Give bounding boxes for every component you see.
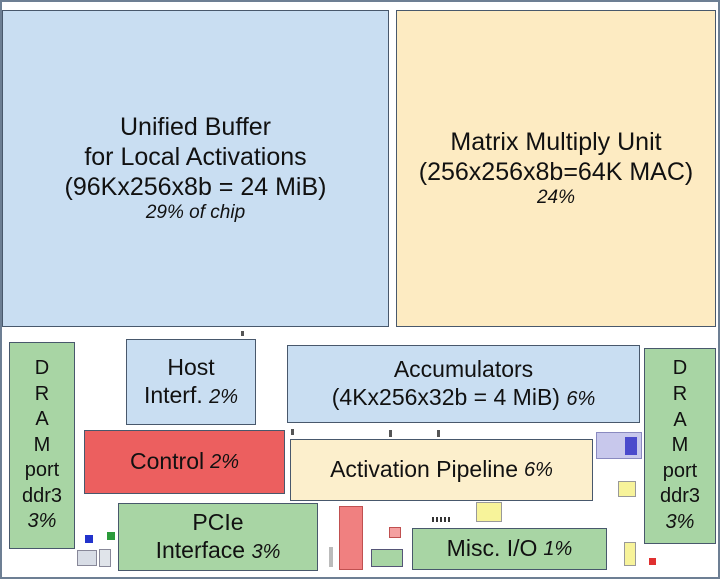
dram-right-letter-d: D bbox=[672, 357, 688, 380]
unified-buffer-size: (96Kx256x8b = 24 MiB) bbox=[64, 173, 327, 202]
control-percent: 2% bbox=[210, 451, 240, 473]
green-small-1 bbox=[371, 549, 403, 567]
host-interface-block: Host Interf. 2% bbox=[126, 339, 256, 425]
red-stack bbox=[339, 506, 363, 570]
dram-right-percent: 3% bbox=[665, 510, 695, 533]
green-small-2 bbox=[107, 532, 115, 540]
host-interface-subtitle: Interf. bbox=[143, 382, 203, 408]
small-marker-acc-3 bbox=[437, 430, 440, 437]
dram-left-letter-r: R bbox=[34, 382, 50, 405]
unified-buffer-block: Unified Buffer for Local Activations (96… bbox=[2, 10, 389, 327]
dram-port-left-block: D R A M port ddr3 3% bbox=[9, 342, 75, 549]
unified-buffer-title: Unified Buffer bbox=[119, 113, 271, 142]
accumulators-title: Accumulators bbox=[393, 356, 534, 383]
misc-io-title: Misc. I/O bbox=[446, 535, 538, 562]
small-marker-top bbox=[241, 331, 244, 336]
small-marker-acc-2 bbox=[389, 430, 392, 437]
dram-right-port: port bbox=[662, 459, 698, 482]
dram-left-letter-d: D bbox=[34, 356, 50, 379]
yellow-note-3 bbox=[624, 542, 636, 566]
red-small-1 bbox=[389, 527, 401, 538]
yellow-note-1 bbox=[618, 481, 636, 497]
purple-block bbox=[596, 432, 642, 459]
grey-small-1 bbox=[77, 550, 97, 566]
dram-left-port: port bbox=[24, 459, 60, 482]
dram-right-letter-r: R bbox=[672, 383, 688, 406]
grey-small-3 bbox=[329, 547, 333, 567]
red-dot-right bbox=[649, 558, 656, 565]
misc-io-percent: 1% bbox=[543, 538, 573, 560]
activation-pipeline-block: Activation Pipeline 6% bbox=[290, 439, 593, 501]
pcie-interface-block: PCIe Interface 3% bbox=[118, 503, 318, 571]
host-interface-percent: 2% bbox=[209, 386, 239, 408]
dram-right-ddr: ddr3 bbox=[659, 485, 701, 508]
matrix-multiply-title: Matrix Multiply Unit bbox=[450, 128, 662, 157]
host-interface-title: Host bbox=[167, 354, 215, 381]
dark-bar-row bbox=[432, 517, 452, 522]
control-block: Control 2% bbox=[84, 430, 285, 494]
dram-port-right-block: D R A M port ddr3 3% bbox=[644, 348, 716, 544]
activation-pipeline-percent: 6% bbox=[524, 459, 553, 481]
yellow-note-2 bbox=[476, 502, 502, 522]
activation-pipeline-title: Activation Pipeline bbox=[330, 456, 519, 483]
unified-buffer-percent: 29% of chip bbox=[145, 202, 246, 224]
dram-right-letter-a: A bbox=[673, 408, 687, 431]
grey-small-2 bbox=[99, 549, 111, 567]
pcie-percent: 3% bbox=[251, 541, 281, 563]
matrix-multiply-percent: 24% bbox=[536, 187, 576, 209]
unified-buffer-subtitle: for Local Activations bbox=[84, 143, 307, 172]
matrix-multiply-size: (256x256x8b=64K MAC) bbox=[418, 158, 694, 187]
dram-left-letter-m: M bbox=[33, 433, 51, 456]
blue-small-1 bbox=[85, 535, 93, 543]
pcie-subtitle: Interface bbox=[155, 537, 246, 563]
dram-left-letter-a: A bbox=[35, 408, 49, 431]
small-marker-acc-1 bbox=[291, 429, 294, 435]
accumulators-block: Accumulators (4Kx256x32b = 4 MiB) 6% bbox=[287, 345, 640, 423]
pcie-title: PCIe bbox=[192, 509, 244, 536]
matrix-multiply-block: Matrix Multiply Unit (256x256x8b=64K MAC… bbox=[396, 10, 716, 327]
dram-left-ddr: ddr3 bbox=[21, 484, 63, 507]
accumulators-percent: 6% bbox=[566, 388, 596, 410]
misc-io-block: Misc. I/O 1% bbox=[412, 528, 607, 570]
accumulators-size: (4Kx256x32b = 4 MiB) bbox=[331, 384, 560, 410]
dram-left-percent: 3% bbox=[27, 510, 57, 533]
control-title: Control bbox=[129, 448, 205, 475]
dram-right-letter-m: M bbox=[671, 434, 689, 457]
